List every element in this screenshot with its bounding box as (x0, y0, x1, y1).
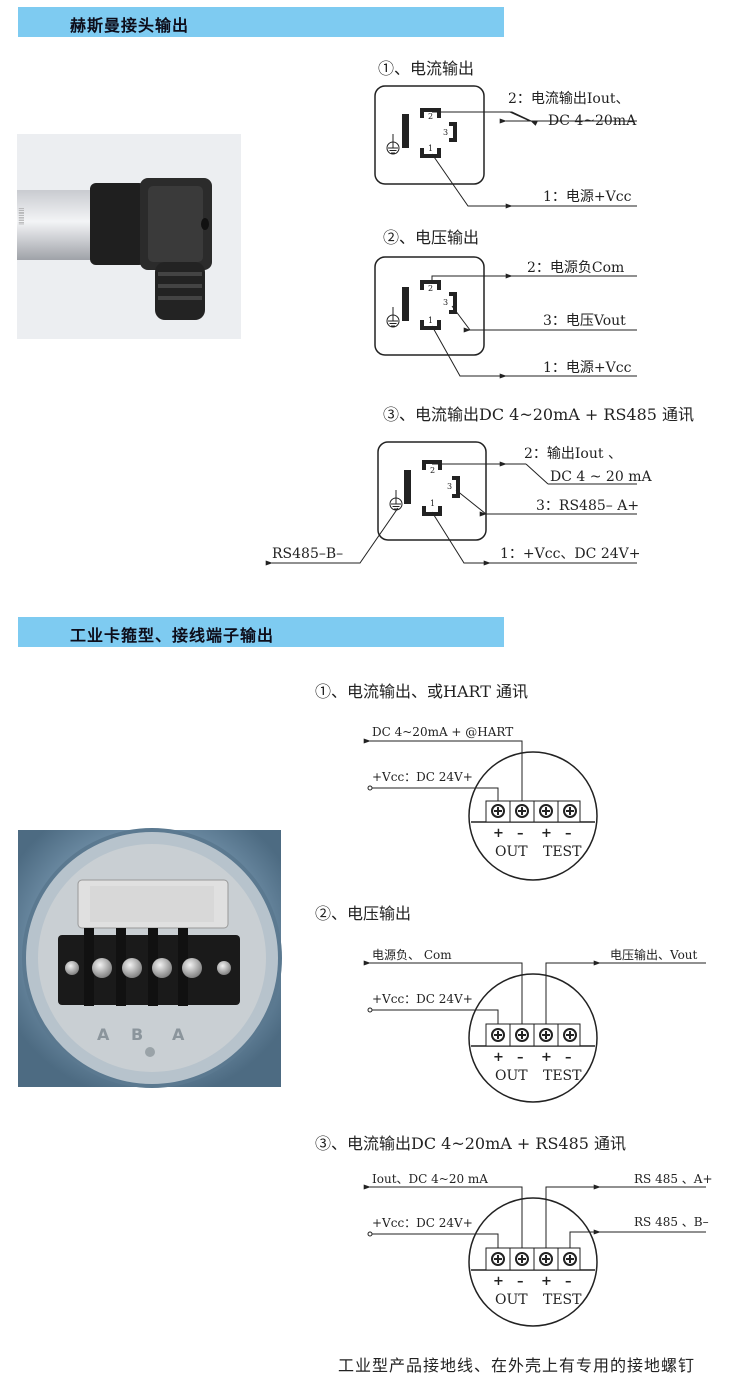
svg-text:TEST: TEST (543, 1292, 582, 1308)
hirschmann-connector-photo: |||||||||| (17, 134, 241, 339)
diagram-rs485-terminal: ③、电流输出DC 4~20mA + RS485 通讯 + – + – OUT T… (315, 1134, 713, 1327)
svg-text:+: + (493, 1050, 504, 1065)
svg-text:+: + (493, 826, 504, 841)
svg-text:RS485–B–: RS485–B– (272, 546, 343, 562)
svg-text:1：+Vcc、DC 24V+: 1：+Vcc、DC 24V+ (500, 546, 640, 562)
screw-icon (539, 1028, 553, 1042)
svg-text:电源负、 Com: 电源负、 Com (372, 948, 452, 962)
svg-text:③、电流输出DC 4~20mA + RS485 通讯: ③、电流输出DC 4~20mA + RS485 通讯 (315, 1134, 626, 1153)
svg-text:+Vcc：DC 24V+: +Vcc：DC 24V+ (372, 992, 473, 1006)
diagram1-title: ①、电流输出 (378, 59, 474, 78)
svg-text:OUT: OUT (495, 1292, 528, 1308)
ground-icon (386, 307, 400, 328)
svg-text:–: – (565, 826, 572, 841)
screw-icon (491, 1252, 505, 1266)
svg-text:②、电压输出: ②、电压输出 (383, 228, 479, 247)
terminal-block-photo: A B A (18, 828, 282, 1088)
svg-text:OUT: OUT (495, 1068, 528, 1084)
svg-text:2：电源负Com: 2：电源负Com (527, 260, 624, 276)
screw-icon (515, 1252, 529, 1266)
svg-text:+Vcc：DC 24V+: +Vcc：DC 24V+ (372, 1216, 473, 1230)
svg-text:2：输出Iout 、: 2：输出Iout 、 (524, 446, 622, 462)
svg-text:||||||||||: |||||||||| (18, 208, 24, 225)
svg-text:B: B (131, 1025, 143, 1044)
svg-text:–: – (517, 1274, 524, 1289)
svg-text:2: 2 (428, 284, 433, 293)
svg-text:2：电流输出Iout、: 2：电流输出Iout、 (508, 91, 630, 107)
svg-text:1：电源+Vcc: 1：电源+Vcc (543, 360, 632, 376)
svg-text:DC 4 ~ 20 mA: DC 4 ~ 20 mA (550, 469, 652, 485)
svg-text:DC 4~20mA: DC 4~20mA (548, 113, 637, 129)
svg-text:DC 4~20mA + @HART: DC 4~20mA + @HART (372, 725, 513, 739)
svg-text:1：电源+Vcc: 1：电源+Vcc (543, 189, 632, 205)
svg-text:RS 485 、B–: RS 485 、B– (634, 1215, 709, 1229)
svg-text:3：RS485– A+: 3：RS485– A+ (536, 498, 639, 514)
svg-text:A: A (97, 1025, 110, 1044)
svg-text:–: – (517, 1050, 524, 1065)
section1-title: 赫斯曼接头输出 (70, 16, 190, 35)
svg-text:2: 2 (428, 112, 433, 121)
svg-text:+Vcc：DC 24V+: +Vcc：DC 24V+ (372, 770, 473, 784)
screw-icon (515, 1028, 529, 1042)
svg-text:1: 1 (430, 499, 435, 508)
ground-icon (389, 490, 403, 511)
diagram-current-rs485: ③、电流输出DC 4~20mA + RS485 通讯 2 3 1 2：输出Iou… (265, 405, 694, 566)
diagram-voltage-terminal: ②、电压输出 + – + – OUT TEST 电源负、 Com 电压输出、Vo… (315, 904, 706, 1103)
svg-text:+: + (541, 826, 552, 841)
section1-banner: 赫斯曼接头输出 (18, 7, 504, 37)
svg-text:OUT: OUT (495, 844, 528, 860)
svg-text:2: 2 (430, 466, 435, 475)
svg-text:1: 1 (428, 316, 433, 325)
svg-text:–: – (517, 826, 524, 841)
svg-text:电压输出、Vout: 电压输出、Vout (610, 947, 698, 962)
section2-banner: 工业卡箍型、接线端子输出 (18, 617, 504, 647)
svg-text:+: + (493, 1274, 504, 1289)
diagram-voltage-output: ②、电压输出 2 3 1 2：电源负Com 3：电压Vout 1：电源+Vcc (374, 228, 637, 379)
svg-text:3: 3 (443, 128, 448, 137)
svg-text:③、电流输出DC 4~20mA + RS485 通讯: ③、电流输出DC 4~20mA + RS485 通讯 (383, 405, 694, 424)
screw-icon (491, 804, 505, 818)
svg-text:1: 1 (428, 144, 433, 153)
svg-text:–: – (565, 1274, 572, 1289)
svg-text:RS 485 、A+: RS 485 、A+ (634, 1172, 713, 1186)
svg-text:3: 3 (443, 298, 448, 307)
svg-text:①、电流输出、或HART 通讯: ①、电流输出、或HART 通讯 (315, 682, 528, 701)
screw-icon (515, 804, 529, 818)
diagram-current-output: ①、电流输出 2 3 1 2：电流输出Iout、 DC 4~20mA 1：电源+… (374, 59, 637, 209)
svg-text:Iout、DC 4~20 mA: Iout、DC 4~20 mA (372, 1172, 488, 1186)
svg-text:3：电压Vout: 3：电压Vout (543, 313, 626, 329)
screw-icon (563, 804, 577, 818)
screw-icon (539, 804, 553, 818)
diagram-hart-output: ①、电流输出、或HART 通讯 + – + – OUT TEST DC 4~20… (315, 682, 598, 881)
svg-text:+: + (541, 1050, 552, 1065)
svg-text:+: + (541, 1274, 552, 1289)
svg-text:TEST: TEST (543, 1068, 582, 1084)
screw-icon (563, 1028, 577, 1042)
svg-text:–: – (565, 1050, 572, 1065)
svg-text:A: A (172, 1025, 185, 1044)
footer-note: 工业型产品接地线、在外壳上有专用的接地螺钉 (338, 1356, 696, 1375)
ground-icon (386, 134, 400, 155)
svg-text:TEST: TEST (543, 844, 582, 860)
screw-icon (539, 1252, 553, 1266)
screw-icon (563, 1252, 577, 1266)
screw-icon (491, 1028, 505, 1042)
section2-title: 工业卡箍型、接线端子输出 (70, 626, 275, 645)
connector-box (374, 85, 485, 185)
ground-pin (402, 114, 409, 148)
svg-text:3: 3 (447, 482, 452, 491)
svg-text:②、电压输出: ②、电压输出 (315, 904, 411, 923)
